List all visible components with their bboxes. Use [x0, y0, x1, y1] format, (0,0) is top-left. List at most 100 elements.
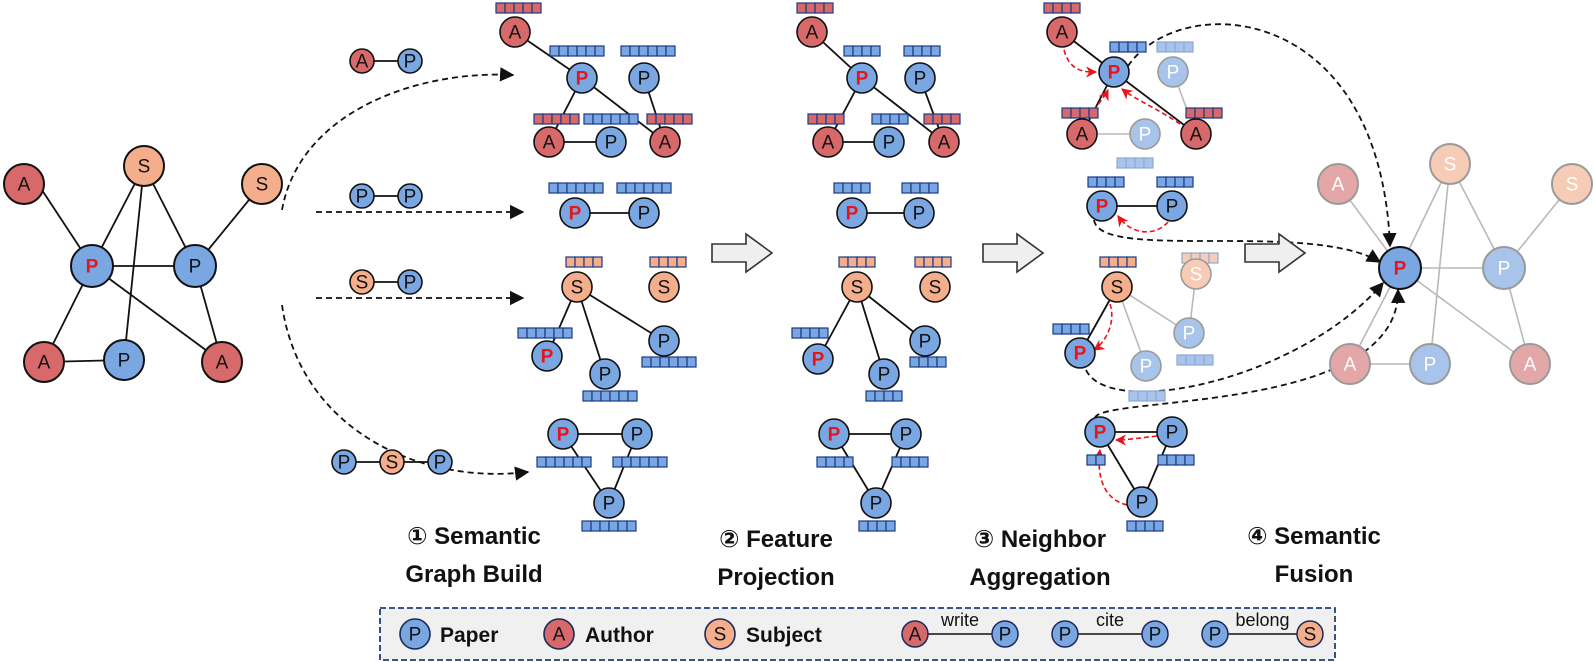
paper-node: P — [349, 183, 375, 209]
step-subtitle: Aggregation — [969, 564, 1110, 591]
feature-cell — [593, 182, 604, 194]
feature-cell — [1143, 157, 1154, 169]
subject-node: S — [349, 269, 375, 295]
paper-node-letter: P — [541, 347, 554, 368]
paper-node: P — [397, 269, 423, 295]
feature-cell — [1126, 256, 1137, 268]
feature-cell — [619, 113, 630, 125]
author-node-circle — [1329, 343, 1371, 385]
paper-node-circle — [1129, 118, 1161, 150]
paper-node-letter: P — [1498, 259, 1511, 280]
subject-node-circle — [241, 163, 283, 205]
feature-cell — [807, 113, 818, 125]
feature-cell — [668, 356, 679, 368]
feature-cell — [581, 520, 592, 532]
feature-cell — [833, 182, 844, 194]
feature-cell — [1183, 176, 1194, 188]
feature-cell — [566, 182, 577, 194]
subject-node-letter: S — [1111, 278, 1124, 299]
feature-cell — [620, 45, 631, 57]
paper-node-circle — [1064, 337, 1096, 369]
feature-cell — [572, 456, 583, 468]
paper-node: P — [1157, 56, 1189, 88]
paper-node: P — [836, 197, 868, 229]
subject-node-letter: S — [356, 273, 369, 294]
feature-cell — [930, 45, 941, 57]
paper-relation-node — [1051, 620, 1079, 648]
paper-node-circle — [547, 418, 579, 450]
paper-node-letter: P — [118, 351, 131, 372]
feature-cell — [590, 520, 601, 532]
paper-node: P — [331, 449, 357, 475]
feature-cell — [656, 45, 667, 57]
paper-node: P — [1084, 416, 1116, 448]
feature-cell — [1166, 454, 1177, 466]
author-feature-vector — [1061, 107, 1099, 119]
paper-node: P — [860, 487, 892, 519]
author-node-letter: A — [1076, 125, 1089, 146]
paper-feature-vector — [517, 327, 573, 339]
paper-node-circle — [1156, 416, 1188, 448]
paper-node-circle — [868, 358, 900, 390]
feature-cell — [601, 113, 612, 125]
author-feature-vector — [646, 113, 693, 125]
subject-node-letter: S — [1444, 155, 1457, 176]
paper-node-letter: P — [599, 365, 612, 386]
feature-cell — [554, 456, 565, 468]
edge — [581, 77, 666, 143]
feature-cell — [1118, 41, 1129, 53]
feature-cell — [1212, 107, 1223, 119]
paper-node-letter: P — [638, 204, 651, 225]
fusion-arrow-ap — [1127, 23, 1397, 248]
paper-node: P — [1098, 56, 1130, 88]
author-feature-vector — [796, 2, 834, 14]
feature-cell — [1105, 176, 1116, 188]
paper-node-circle — [589, 358, 621, 390]
feature-cell — [545, 456, 556, 468]
feature-cell — [1088, 107, 1099, 119]
feature-cell — [1146, 390, 1157, 402]
paper-feature-vector — [816, 456, 854, 468]
feature-cell — [682, 113, 693, 125]
subject-node-circle — [1180, 258, 1212, 290]
paper-node: P — [531, 340, 563, 372]
paper-node: P — [846, 62, 878, 94]
paper-node-circle — [846, 62, 878, 94]
paper-node-circle — [1126, 486, 1158, 518]
feature-cell — [892, 390, 903, 402]
paper-relation-node — [1201, 620, 1229, 648]
feature-cell — [629, 45, 640, 57]
attention-arrow — [1093, 303, 1113, 351]
feature-cell — [650, 356, 661, 368]
paper-node-letter: P — [883, 133, 896, 154]
feature-cell — [649, 256, 660, 268]
paper-node: P — [589, 358, 621, 390]
subject-node: S — [1551, 163, 1593, 205]
paper-node-circle — [818, 418, 850, 450]
feature-cell — [1070, 323, 1081, 335]
author-node: A — [1317, 163, 1359, 205]
author-node: A — [23, 341, 65, 383]
feature-cell — [648, 456, 659, 468]
feature-cell — [809, 327, 820, 339]
paper-feature-vector — [833, 182, 871, 194]
paper-node-circle — [1130, 350, 1162, 382]
subject-node-circle — [379, 449, 405, 475]
author-node-letter: A — [509, 23, 522, 44]
paper-node-circle — [1156, 190, 1188, 222]
feature-cell — [612, 456, 623, 468]
feature-cell — [667, 256, 678, 268]
subject-node-letter: S — [571, 278, 584, 299]
subject-feature-vector — [838, 256, 876, 268]
paper-node-letter: P — [1183, 324, 1196, 345]
feature-cell — [1185, 107, 1196, 119]
author-node-letter: A — [806, 23, 819, 44]
feature-cell — [563, 456, 574, 468]
feature-cell — [885, 520, 896, 532]
author-node-letter: A — [216, 353, 229, 374]
feature-cell — [1043, 2, 1054, 14]
feature-cell — [608, 520, 619, 532]
paper-node-circle — [566, 62, 598, 94]
subject-node-letter: S — [929, 278, 942, 299]
